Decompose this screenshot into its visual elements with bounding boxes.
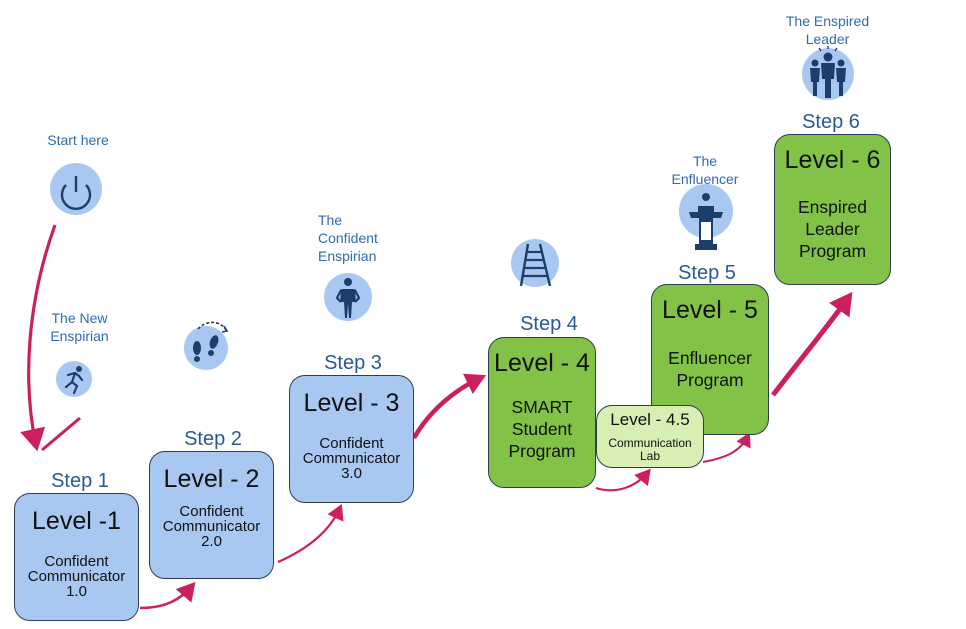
arrow-step1-to-step2 — [139, 582, 196, 610]
step-4-label: Step 4 — [520, 313, 578, 335]
arrow-step4-to-level45 — [595, 468, 651, 492]
step-1-label: Step 1 — [51, 470, 109, 492]
program-name: Confident Communicator 3.0 — [302, 435, 401, 482]
arrow-step3-to-step4 — [412, 373, 487, 440]
level-title: Level - 2 — [163, 465, 260, 493]
step-2-label: Step 2 — [184, 428, 242, 450]
caption-enspired-leader: The Enspired Leader — [785, 13, 870, 47]
level-4-5-box: Level - 4.5 Communication Lab — [596, 405, 704, 468]
level-title: Level - 3 — [303, 389, 400, 417]
arrow-level45-to-step5 — [702, 432, 751, 463]
program-name: Enspired Leader Program — [797, 197, 868, 261]
ladder-icon — [510, 238, 560, 288]
arrow-side-step1 — [41, 416, 81, 452]
podium-speaker-icon — [677, 182, 735, 254]
level-1-box: Level -1 Confident Communicator 1.0 — [14, 493, 139, 621]
level-4-box: Level - 4 SMART Student Program — [488, 337, 596, 488]
caption-new-enspirian: The New Enspirian — [50, 310, 109, 344]
level-title: Level - 4.5 — [610, 410, 690, 429]
caption-enfluencer: The Enfluencer — [671, 153, 739, 187]
level-2-box: Level - 2 Confident Communicator 2.0 — [149, 451, 274, 579]
program-name: SMART Student Program — [508, 397, 576, 461]
level-title: Level -1 — [32, 507, 121, 535]
level-title: Level - 5 — [662, 296, 758, 324]
arrow-step5-to-step6 — [771, 291, 853, 397]
step-3-label: Step 3 — [324, 352, 382, 374]
program-name: Confident Communicator 2.0 — [162, 503, 261, 550]
step-5-label: Step 5 — [678, 262, 736, 284]
caption-confident-enspirian: The Confident Enspirian — [318, 212, 378, 264]
power-icon — [49, 159, 103, 219]
leader-group-icon — [801, 46, 855, 102]
level-title: Level - 6 — [784, 146, 881, 174]
level-3-box: Level - 3 Confident Communicator 3.0 — [289, 375, 414, 503]
footsteps-icon — [182, 320, 240, 372]
arrow-step2-to-step3 — [277, 503, 344, 564]
confident-person-icon — [323, 272, 373, 322]
step-6-label: Step 6 — [802, 111, 860, 133]
level-title: Level - 4 — [494, 349, 590, 377]
caption-start-here: Start here — [47, 132, 109, 148]
program-name: Confident Communicator 1.0 — [27, 553, 126, 600]
program-name: Communication Lab — [608, 436, 692, 463]
running-person-icon — [55, 360, 93, 398]
level-6-box: Level - 6 Enspired Leader Program — [774, 134, 891, 285]
program-name: Enfluencer Program — [668, 348, 752, 390]
arrow-start-to-step1 — [20, 224, 57, 452]
